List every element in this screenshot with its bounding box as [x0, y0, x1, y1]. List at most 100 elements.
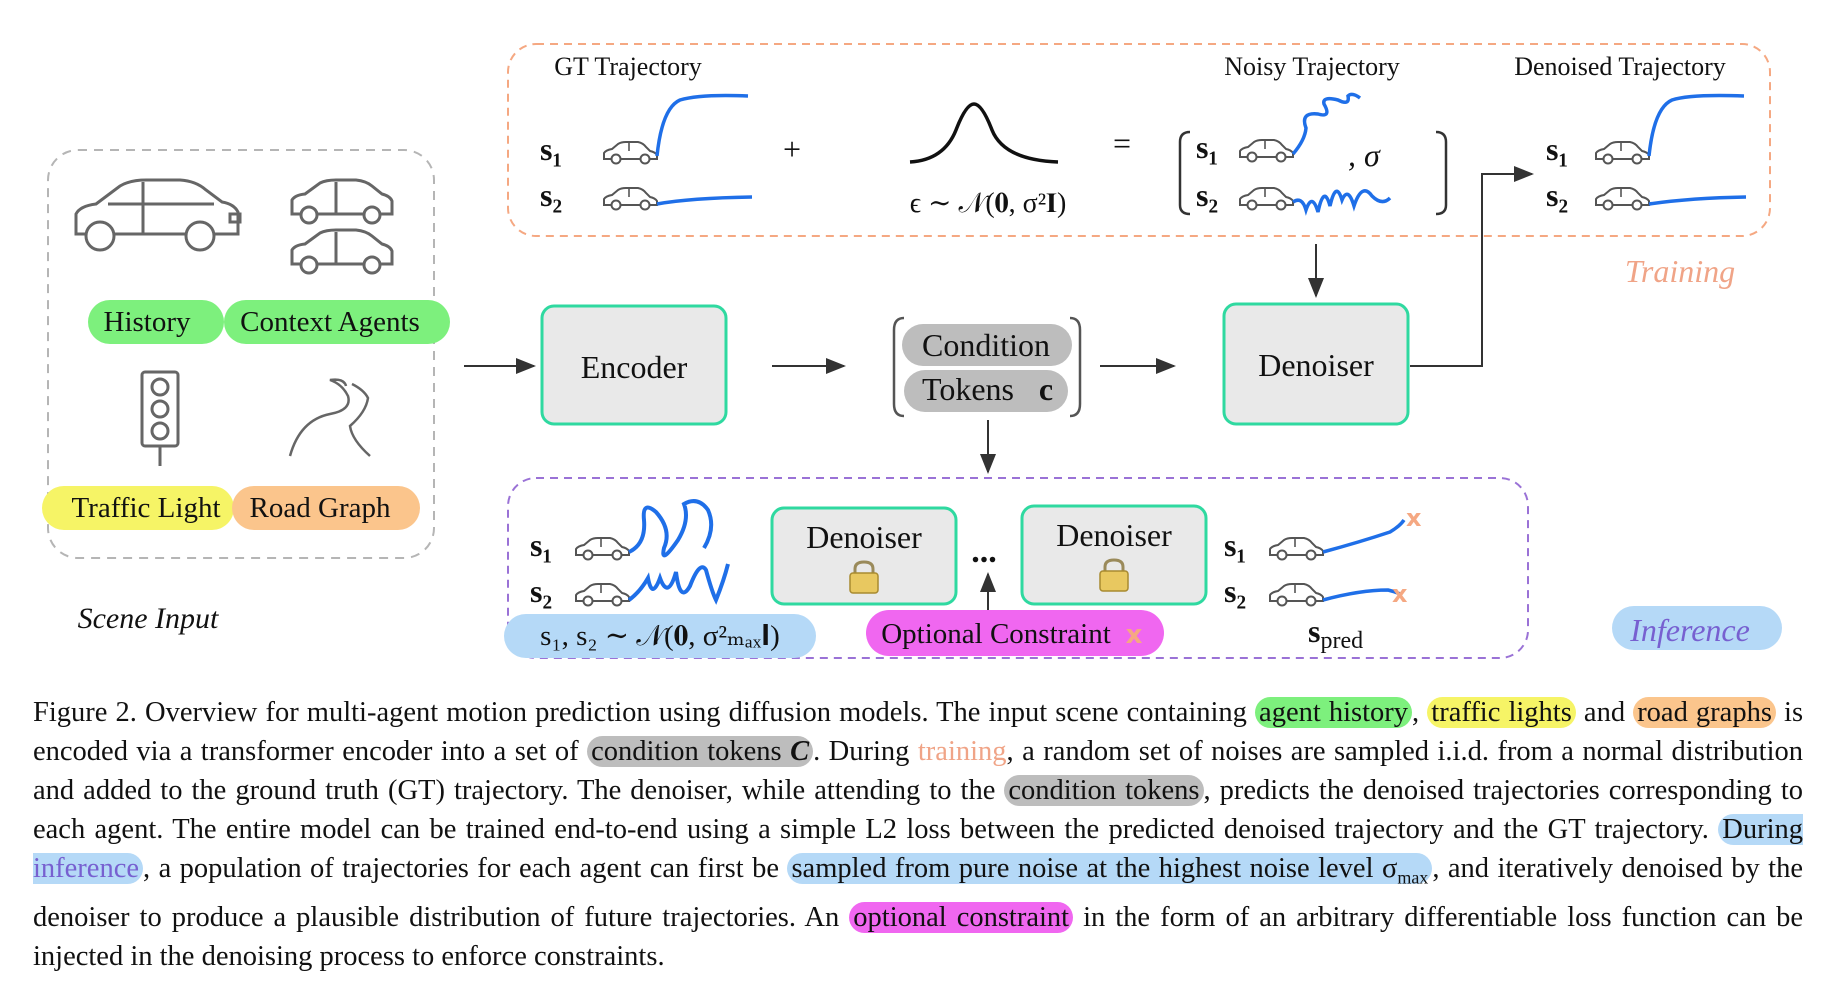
noisy-trajectory-title: Noisy Trajectory: [1224, 52, 1400, 81]
agent-s2-label: s₂: [540, 177, 562, 213]
figure-diagram: History Context Agents Traffic Light Roa…: [42, 43, 1782, 659]
agent-s2-label: s₂: [530, 573, 552, 609]
sigma-subscript: max: [1397, 867, 1429, 888]
c-symbol: c: [1039, 371, 1053, 407]
condition-label: Condition: [922, 327, 1050, 363]
car-icon: [603, 141, 658, 165]
agent-s2-label: s₂: [1546, 177, 1568, 213]
right-bracket: [1435, 130, 1448, 216]
agent-s1-label: s₁: [530, 527, 552, 563]
optional-constraint-label: Optional Constraint: [881, 618, 1111, 650]
inference-denoiser-label-2: Denoiser: [1056, 517, 1172, 553]
car-icon: [575, 537, 630, 561]
gt-trajectory-s1: [655, 93, 749, 157]
optional-constraint-highlight: optional constraint: [849, 901, 1074, 933]
condition-tokens: Condition Tokens c: [892, 316, 1082, 418]
pred-trajectory-s2: [1322, 588, 1401, 602]
car-icon: [1239, 187, 1294, 211]
caption-text: Figure 2. Overview for multi-agent motio…: [33, 697, 1256, 728]
encoder-label: Encoder: [581, 349, 688, 385]
inference-denoiser-box-1: [770, 506, 958, 606]
context-agents-highlight: [224, 300, 450, 344]
caption-text: ,: [1412, 697, 1428, 728]
history-label: History: [104, 306, 192, 338]
car-icon: [603, 187, 658, 211]
agent-s2-label: s₂: [1196, 177, 1218, 213]
condition-tokens-highlight: condition tokens: [1004, 775, 1204, 806]
noisy-trajectory-s1: [1291, 92, 1362, 156]
car-icon: [1269, 537, 1324, 561]
denoiser-label: Denoiser: [1258, 347, 1374, 383]
caption-text: sampled from pure noise at the highest n…: [791, 853, 1398, 884]
equals-sign: =: [1113, 125, 1131, 161]
pipeline-row: Encoder Condition Tokens c Denoiser: [464, 166, 1534, 474]
denoiser-box: [1222, 302, 1410, 426]
traffic-light-label: Traffic Light: [71, 492, 220, 524]
inference-label: Inference: [1629, 612, 1750, 648]
agent-history-highlight: agent history: [1255, 697, 1413, 728]
context-agents-label: Context Agents: [240, 306, 420, 338]
caption-text: condition tokens: [591, 736, 791, 767]
car-icon: [1595, 141, 1650, 165]
caption-text: During: [1722, 814, 1803, 845]
constraint-x-mark: x: [1406, 504, 1422, 532]
pred-trajectory-s1: [1322, 518, 1406, 554]
gt-trajectory-s2: [656, 195, 753, 206]
ellipsis: ...: [971, 533, 997, 570]
car-icon: [1239, 139, 1294, 163]
noise-formula: ϵ ∼ 𝒩(𝟎, σ²𝐈): [910, 188, 1067, 219]
constraint-x-mark: x: [1126, 620, 1143, 650]
agent-s1-label: s₁: [1546, 131, 1568, 167]
inference-panel: s₁ s₂ s₁, s₂ ∼ 𝒩(𝟎, σ²ₘₐₓ𝐈) Denoiser ...…: [504, 477, 1782, 659]
ego-car-icon: [74, 178, 242, 252]
car-icon: [1595, 187, 1650, 211]
sampled-from-noise-highlight: sampled from pure noise at the highest n…: [787, 853, 1433, 888]
prior-formula: s₁, s₂ ∼ 𝒩(𝟎, σ²ₘₐₓ𝐈): [540, 620, 780, 652]
inference-denoiser-box-2: [1020, 504, 1208, 606]
gaussian-curve-icon: [909, 102, 1059, 164]
caption-text: , a population of trajectories for each …: [143, 853, 788, 884]
caption-text: . During: [813, 736, 918, 767]
noise-trajectory-s2: [627, 563, 730, 605]
left-bracket: [1178, 130, 1191, 216]
scene-input-panel: History Context Agents Traffic Light Roa…: [42, 149, 450, 635]
road-graph-highlight: [232, 486, 420, 530]
denoised-trajectory-s2: [1648, 195, 1747, 206]
training-word: training: [917, 736, 1007, 767]
caption-text: , a random set of noises are sampled i.i…: [33, 736, 1803, 806]
sigma-label: , σ: [1348, 137, 1381, 173]
agent-s1-label: s₁: [1224, 527, 1246, 563]
figure-caption: Figure 2. Overview for multi-agent motio…: [33, 693, 1803, 976]
noisy-trajectory-s2: [1292, 189, 1392, 216]
road-graphs-highlight: road graphs: [1633, 697, 1776, 728]
road-icon: [288, 378, 371, 457]
denoised-trajectory-s1: [1647, 93, 1745, 157]
traffic-light-highlight: [42, 486, 234, 530]
caption-paragraph: Figure 2. Overview for multi-agent motio…: [33, 693, 1803, 976]
inference-word: inference: [33, 853, 139, 884]
caption-text: in the form of an arbitrary differentiab…: [33, 901, 1803, 972]
noise-trajectory-s1: [628, 499, 714, 558]
inference-denoiser-label-1: Denoiser: [806, 519, 922, 555]
lock-icon: [849, 560, 879, 594]
caption-text: is encoded via a transformer encoder int…: [33, 697, 1804, 767]
training-panel: GT Trajectory Noisy Trajectory Denoised …: [507, 43, 1771, 289]
context-car-icon: [290, 228, 394, 275]
car-icon: [1269, 583, 1324, 607]
gt-trajectory-title: GT Trajectory: [554, 52, 702, 81]
road-graph-label: Road Graph: [250, 492, 391, 524]
tokens-label: Tokens: [922, 371, 1014, 407]
context-car-icon: [290, 178, 394, 225]
training-label: Training: [1625, 253, 1735, 289]
condition-tokens-highlight: condition tokens C: [587, 736, 814, 767]
denoised-trajectory-title: Denoised Trajectory: [1514, 52, 1726, 81]
inference-highlight: [1612, 606, 1782, 650]
agent-s1-label: s₁: [540, 131, 562, 167]
caption-text: , predicts the denoised trajectories cor…: [33, 775, 1803, 845]
c-symbol: C: [790, 736, 810, 767]
caption-text: , and iteratively denoised by the denois…: [33, 853, 1803, 933]
lock-icon: [1099, 558, 1129, 592]
agent-s2-label: s₂: [1224, 573, 1246, 609]
caption-text: and: [1575, 697, 1634, 728]
plus-sign: +: [783, 131, 801, 167]
